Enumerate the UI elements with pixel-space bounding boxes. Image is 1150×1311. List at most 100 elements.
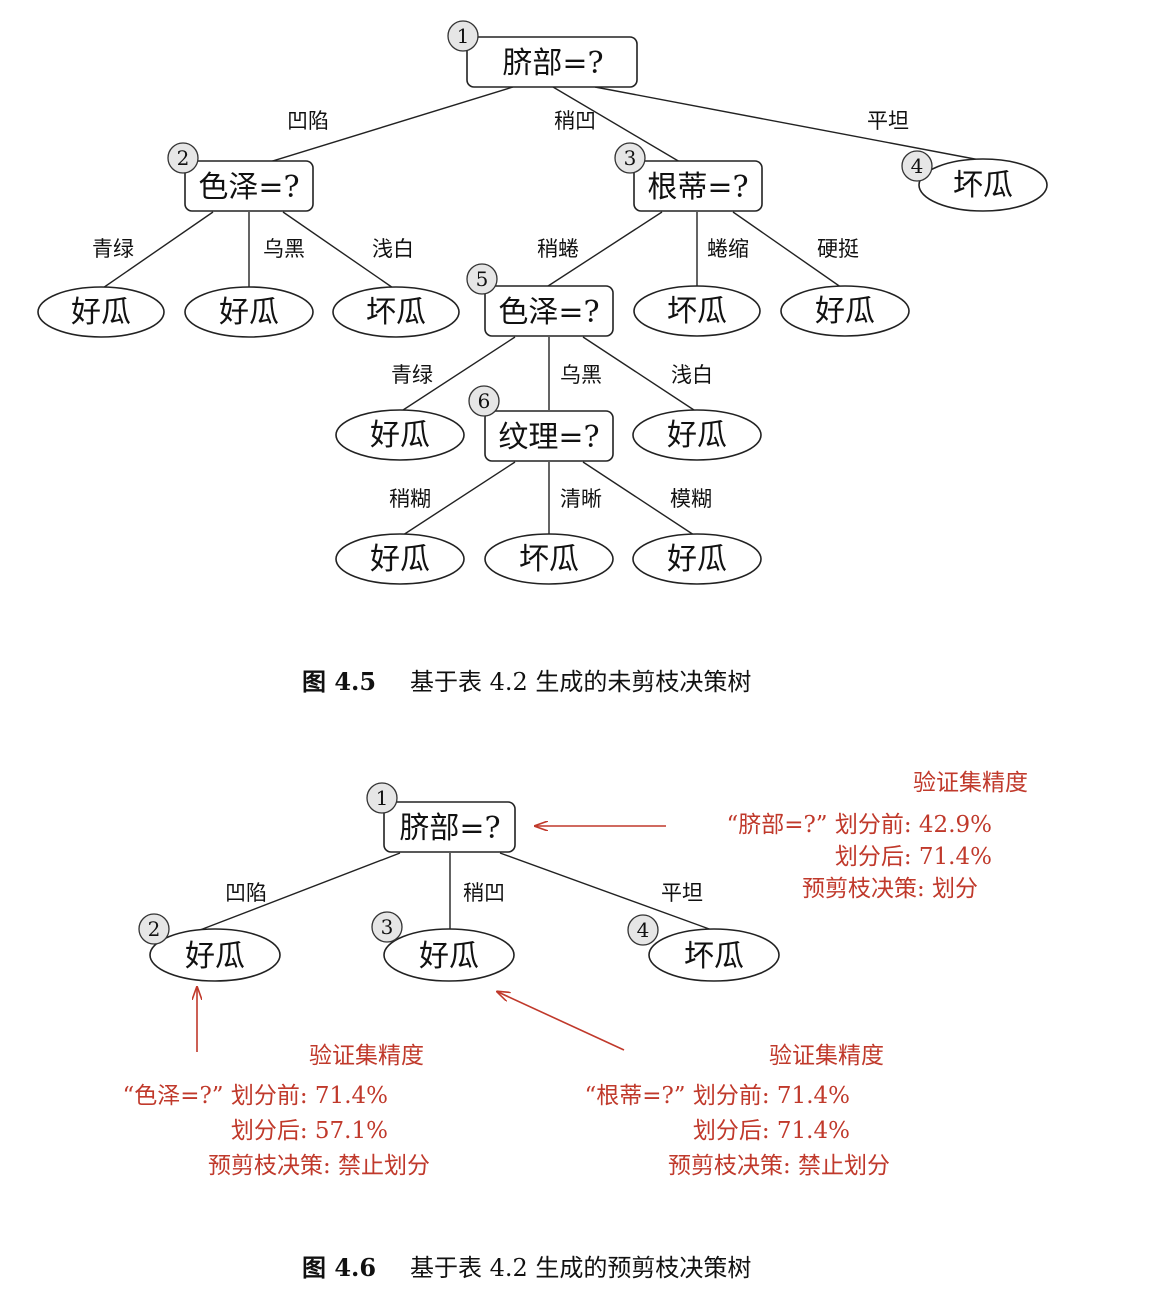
edge-label-concave: 凹陷 bbox=[225, 881, 267, 905]
leaf-node-label: 好瓜 bbox=[815, 294, 875, 329]
decision-node: 色泽=? 5 bbox=[466, 263, 614, 337]
edge-line bbox=[582, 461, 698, 538]
node-number-badge bbox=[167, 142, 199, 174]
decision-node-box bbox=[484, 410, 614, 462]
edge-label-concave: 凹陷 bbox=[287, 109, 329, 133]
leaf-node-ellipse bbox=[335, 409, 465, 461]
leaf-node-ellipse bbox=[780, 285, 910, 337]
tree-edges bbox=[99, 86, 981, 538]
annotation-line: 划分后: 71.4% bbox=[835, 844, 992, 870]
decision-node-label: 色泽=? bbox=[198, 170, 299, 205]
leaf-node: 好瓜 bbox=[632, 533, 762, 585]
edge-line bbox=[99, 211, 214, 291]
node-number: 1 bbox=[457, 24, 470, 48]
caption-text: 基于表 4.2 生成的预剪枝决策树 bbox=[410, 1254, 751, 1282]
decision-node-box bbox=[633, 160, 763, 212]
node-number-badge bbox=[627, 914, 659, 946]
leaf-node: 坏瓜 4 bbox=[901, 150, 1048, 212]
leaf-node-ellipse bbox=[484, 533, 614, 585]
edge-line bbox=[399, 336, 516, 413]
node-number: 2 bbox=[148, 917, 161, 941]
decision-node: 纹理=? 6 bbox=[468, 385, 614, 462]
leaf-node: 好瓜 3 bbox=[371, 911, 515, 982]
leaf-node: 坏瓜 bbox=[332, 286, 460, 338]
edge-line bbox=[594, 86, 981, 161]
node-number: 4 bbox=[911, 154, 924, 178]
node-number: 6 bbox=[478, 389, 491, 413]
leaf-node: 好瓜 2 bbox=[138, 913, 281, 982]
leaf-node-label: 好瓜 bbox=[667, 542, 727, 577]
decision-node-box bbox=[484, 285, 614, 337]
edge-label-slightly-concave: 稍凹 bbox=[554, 109, 596, 133]
decision-node-label: 根蒂=? bbox=[647, 170, 748, 205]
edge-line bbox=[399, 461, 516, 538]
edge-line bbox=[499, 852, 713, 931]
node-number-badge bbox=[466, 263, 498, 295]
leaf-node-ellipse bbox=[632, 409, 762, 461]
node-number-badge bbox=[614, 142, 646, 174]
edge-label-green: 青绿 bbox=[92, 237, 134, 261]
edge-label-slightly-concave: 稍凹 bbox=[463, 881, 505, 905]
node-number: 3 bbox=[381, 915, 394, 939]
edge-labels: 凹陷 稍凹 平坦 bbox=[225, 881, 703, 905]
annotation-title: 验证集精度 bbox=[769, 1043, 884, 1069]
leaf-node-label: 坏瓜 bbox=[684, 939, 744, 974]
edge-line bbox=[582, 336, 698, 413]
validation-annotation-root: 验证集精度 “脐部=?” 划分前: 42.9% 划分后: 71.4% 预剪枝决策… bbox=[726, 770, 1028, 902]
decision-node: 脐部=? 1 bbox=[447, 20, 638, 88]
leaf-node: 好瓜 bbox=[335, 409, 465, 461]
edge-label-stiff: 硬挺 bbox=[817, 237, 859, 261]
node-number-badge bbox=[447, 20, 479, 52]
node-number-badge bbox=[468, 385, 500, 417]
edge-line bbox=[544, 211, 663, 289]
decision-node-label: 脐部=? bbox=[502, 46, 603, 81]
leaf-node: 好瓜 bbox=[335, 533, 465, 585]
node-number: 2 bbox=[177, 146, 190, 170]
leaf-node-ellipse bbox=[37, 286, 165, 338]
leaf-node-ellipse bbox=[184, 286, 314, 338]
validation-annotation-node-2: 验证集精度 “色泽=?” 划分前: 71.4% 划分后: 57.1% 预剪枝决策… bbox=[122, 1043, 430, 1179]
caption-label: 图 4.5 bbox=[302, 667, 376, 696]
decision-node-box bbox=[184, 160, 314, 212]
decision-node-label: 脐部=? bbox=[399, 811, 500, 846]
figure-4-5: 凹陷 稍凹 平坦 青绿 乌黑 浅白 稍蜷 蜷缩 硬挺 青绿 乌黑 浅白 稍糊 清… bbox=[37, 20, 1048, 696]
node-number-badge bbox=[366, 782, 398, 814]
annotation-line: 预剪枝决策: 禁止划分 bbox=[208, 1153, 430, 1179]
node-number: 4 bbox=[637, 918, 650, 942]
edge-label-black: 乌黑 bbox=[560, 363, 602, 387]
leaf-node-ellipse bbox=[149, 928, 281, 982]
annotation-arrows bbox=[197, 826, 666, 1052]
figure-4-6: 凹陷 稍凹 平坦 脐部=? 1 好瓜 2 好瓜 3 坏瓜 4 bbox=[122, 770, 1028, 1282]
edge-label-pale: 浅白 bbox=[372, 237, 414, 261]
decision-node: 根蒂=? 3 bbox=[614, 142, 763, 212]
leaf-node: 好瓜 bbox=[184, 286, 314, 338]
edge-label-blurry: 模糊 bbox=[670, 487, 712, 511]
annotation-line: 预剪枝决策: 划分 bbox=[802, 876, 978, 902]
node-number: 1 bbox=[376, 786, 389, 810]
validation-annotation-node-3: 验证集精度 “根蒂=?” 划分前: 71.4% 划分后: 71.4% 预剪枝决策… bbox=[584, 1043, 890, 1179]
figure-caption: 图 4.6 基于表 4.2 生成的预剪枝决策树 bbox=[302, 1253, 751, 1282]
edge-label-pale: 浅白 bbox=[671, 363, 713, 387]
edge-line bbox=[199, 852, 401, 931]
edge-label-black: 乌黑 bbox=[263, 237, 305, 261]
leaf-node-label: 好瓜 bbox=[71, 295, 131, 330]
edge-label-slightly-curled: 稍蜷 bbox=[537, 237, 579, 261]
leaf-node-ellipse bbox=[383, 928, 515, 982]
leaf-node-label: 好瓜 bbox=[419, 939, 479, 974]
leaf-node-label: 好瓜 bbox=[185, 939, 245, 974]
leaf-node-label: 好瓜 bbox=[667, 418, 727, 453]
decision-node-label: 纹理=? bbox=[498, 420, 599, 455]
leaf-node-label: 好瓜 bbox=[370, 418, 430, 453]
leaf-node-label: 好瓜 bbox=[370, 542, 430, 577]
leaf-node-label: 坏瓜 bbox=[366, 295, 426, 330]
edge-line bbox=[552, 86, 681, 163]
leaf-node: 坏瓜 bbox=[633, 285, 761, 337]
annotation-line: 划分后: 71.4% bbox=[693, 1118, 850, 1144]
annotation-line: 划分后: 57.1% bbox=[231, 1118, 388, 1144]
leaf-node: 好瓜 bbox=[632, 409, 762, 461]
edge-line bbox=[732, 211, 846, 291]
tree-edges bbox=[199, 852, 713, 931]
leaf-node-ellipse bbox=[632, 533, 762, 585]
